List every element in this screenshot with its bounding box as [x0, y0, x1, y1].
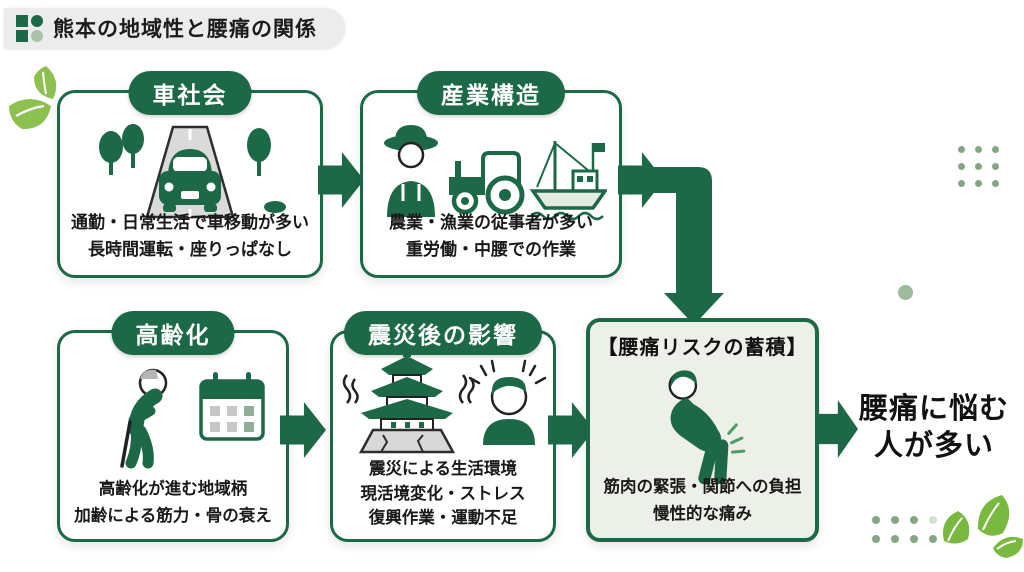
dots-grid-icon: [958, 146, 999, 187]
box-earthquake-text: 震災による生活環境 現活境変化・ストレス 復興作業・運動不足: [360, 458, 526, 528]
grid-squares-logo-icon: [16, 14, 43, 42]
dots-grid-icon: [872, 516, 937, 543]
sprout-leaves-decoration: [9, 66, 57, 130]
box-earthquake: 震災後の影響 震災による生活環境 現活: [330, 311, 556, 542]
quake-castle-stressed-person-illustration: [342, 351, 547, 454]
page-title: 熊本の地域性と腰痛の関係: [53, 17, 317, 41]
leaf-cluster-decoration: [942, 495, 1023, 558]
box-aging-text: 高齢化が進む地域柄 加齢による筋力・骨の衰え: [74, 478, 272, 525]
farmer-tractor-fishing-boat-illustration: [384, 125, 607, 221]
single-dot-icon: [898, 285, 913, 300]
elderly-person-calendar-illustration: [120, 368, 265, 469]
arrow-right-icon: [318, 152, 364, 208]
box-car-society-badge: 車社会: [128, 71, 252, 115]
box-aging: 高齢化 高齢化が進む地域柄 加齢による筋力・骨の衰え: [57, 311, 289, 542]
header-banner: 熊本の地域性と腰痛の関係: [4, 8, 345, 48]
car-on-road-illustration: [99, 124, 286, 219]
back-pain-person-illustration: [668, 370, 745, 484]
box-risk-text: 筋肉の緊張・関節への負担 慢性的な痛み: [603, 477, 802, 523]
box-earthquake-badge: 震災後の影響: [344, 311, 542, 355]
box-industry: 産業構造 農業・漁業の従事者が多い: [360, 71, 622, 278]
box-risk-title: 【腰痛リスクの蓄積】: [597, 335, 808, 359]
box-industry-text: 農業・漁業の従事者が多い 重労働・中腰での作業: [389, 213, 593, 260]
box-car-society: 車社会 通勤・日常生活で車移動が多い 長時間運転・座りっぱなし: [57, 71, 323, 278]
elbow-arrow-down-icon: [648, 167, 724, 325]
box-industry-badge: 産業構造: [417, 71, 565, 115]
box-aging-badge: 高齢化: [111, 311, 235, 355]
conclusion-text: 腰痛に悩む 人が多い: [858, 391, 1009, 463]
box-car-society-text: 通勤・日常生活で車移動が多い 長時間運転・座りっぱなし: [71, 213, 309, 260]
box-risk-accumulation: 【腰痛リスクの蓄積】 筋肉の緊張・関節への負担 慢性的な痛み: [586, 318, 819, 542]
